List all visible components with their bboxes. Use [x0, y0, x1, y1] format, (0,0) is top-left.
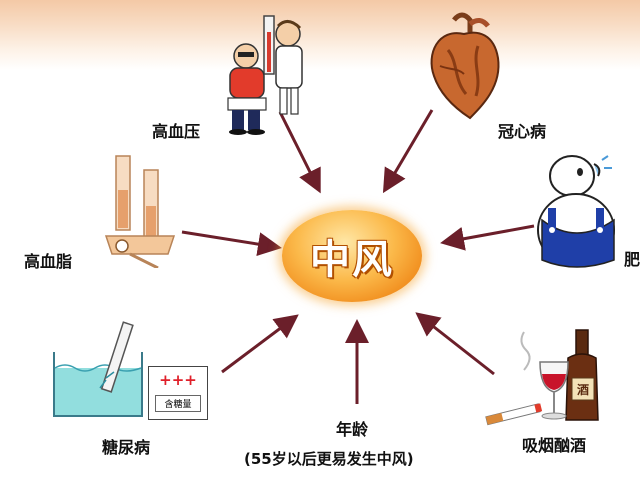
test-sugar-label: 含糖量	[155, 395, 201, 412]
label-smoking-drinking: 吸烟酗酒	[522, 436, 587, 455]
label-diabetes: 糖尿病	[102, 438, 151, 457]
top-gradient-band	[0, 0, 640, 70]
arrow-hyperlipidemia	[181, 230, 282, 257]
heart-illustration	[430, 12, 500, 120]
glucose-test-card: +++ 含糖量	[148, 366, 208, 420]
smoking-drinking-illustration: 酒	[485, 329, 599, 426]
label-obesity: 肥	[624, 250, 640, 269]
lipid-tubes-illustration	[104, 155, 176, 268]
arrow-obesity	[440, 224, 535, 251]
obese-figure-illustration	[537, 155, 615, 268]
bottle-label: 酒	[577, 383, 589, 397]
center-label: 中风	[310, 237, 394, 283]
doctor-patient-illustration	[227, 15, 303, 135]
beaker-illustration	[53, 321, 143, 417]
center-node-stroke: 中风	[282, 210, 422, 302]
label-coronary: 冠心病	[498, 122, 547, 141]
label-hypertension: 高血压	[152, 122, 201, 141]
label-age: 年龄	[336, 420, 369, 439]
arrow-diabetes	[221, 314, 299, 374]
arrow-hypertension	[278, 111, 321, 194]
arrow-smoking	[415, 312, 495, 376]
label-age-note: (55岁以后更易发生中风)	[244, 450, 414, 468]
label-hyperlipidemia: 高血脂	[24, 252, 73, 271]
test-plus-marks: +++	[159, 371, 197, 389]
arrow-coronary	[382, 109, 434, 194]
